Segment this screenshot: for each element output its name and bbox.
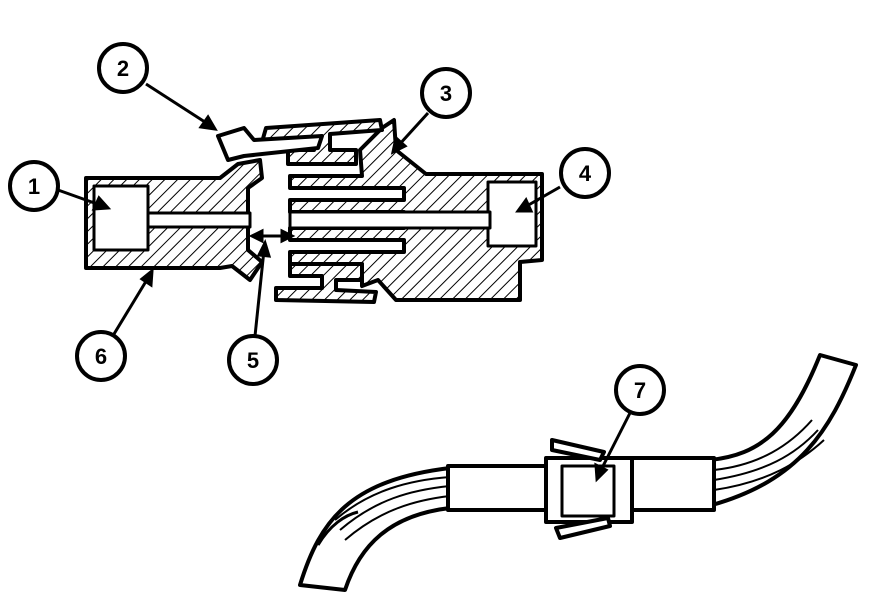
callout-6: 6: [75, 330, 127, 382]
callout-2: 2: [97, 42, 149, 94]
leader-line-7: [598, 412, 632, 473]
leader-line-5: [253, 249, 266, 337]
callout-label-4: 4: [579, 161, 592, 186]
right-connector-housing: [288, 118, 544, 302]
left-pin-slot: [146, 211, 252, 229]
callout-label-5: 5: [247, 348, 259, 373]
upper-locking-tab: [550, 438, 606, 462]
left-terminal-cavity: [92, 184, 150, 252]
right-pin: [288, 210, 492, 230]
left-wire-strands: [334, 476, 451, 541]
callout-label-1: 1: [28, 174, 40, 199]
callout-5: 5: [227, 334, 279, 386]
left-wire-bundle: [298, 466, 452, 592]
connector-body-inner: [560, 464, 616, 518]
leader-line-3: [396, 111, 430, 148]
callout-label-2: 2: [117, 56, 129, 81]
leader-lines: [57, 82, 632, 483]
callout-7: 7: [614, 364, 666, 416]
gap-indicator: [248, 228, 296, 244]
leader-line-1: [57, 188, 101, 207]
callout-3: 3: [420, 67, 472, 119]
left-wire-sleeve: [316, 510, 359, 546]
right-wire-bundle: [708, 353, 858, 507]
callout-4: 4: [559, 147, 611, 199]
leader-line-6: [112, 277, 150, 335]
callout-label-6: 6: [95, 344, 107, 369]
callout-label-7: 7: [634, 378, 646, 403]
lower-terminal-fingers: [274, 262, 378, 304]
connector-cross-section: [84, 118, 544, 304]
lower-locking-tab: [554, 516, 612, 540]
callout-1: 1: [8, 160, 60, 212]
left-boot: [446, 464, 550, 512]
leader-line-4: [524, 185, 561, 209]
right-boot: [628, 456, 716, 512]
latch-lever: [216, 126, 324, 162]
connector-assembly: [298, 353, 858, 592]
right-terminal-cavity: [486, 180, 538, 248]
callout-label-3: 3: [440, 81, 452, 106]
leader-line-2: [145, 82, 209, 126]
right-wire-strands: [713, 419, 825, 491]
